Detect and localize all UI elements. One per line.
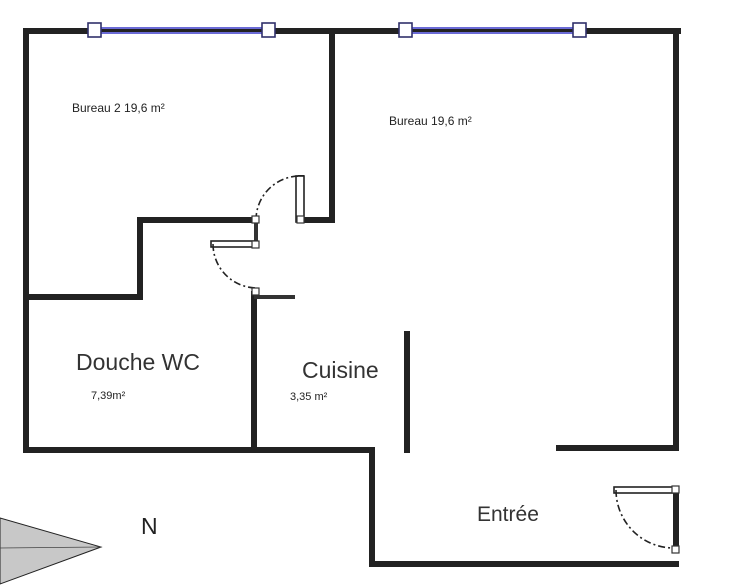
window-left [87, 22, 276, 38]
room-area: 19,6 m² [431, 114, 472, 128]
door-post [296, 215, 305, 224]
door-swing-arc [255, 175, 301, 221]
door-post [251, 215, 260, 224]
door-leaf [210, 240, 258, 248]
room-area: 19,6 m² [124, 101, 165, 115]
window-post [398, 22, 413, 38]
room-name-douche-wc: Douche WC [76, 349, 200, 375]
door-douche [210, 240, 260, 296]
door-post [251, 240, 260, 249]
compass: N [0, 513, 158, 585]
door-leaf [613, 486, 677, 494]
compass-arrow-icon [0, 517, 103, 585]
window-post [87, 22, 102, 38]
compass-axis [0, 546, 102, 549]
door-leaf [295, 175, 305, 223]
door-post [671, 545, 680, 554]
window-post [572, 22, 587, 38]
door-post [251, 287, 260, 296]
room-area-cuisine: 3,35 m² [290, 391, 328, 403]
window-right [398, 22, 587, 38]
room-name-cuisine: Cuisine [302, 357, 379, 383]
door-post [671, 485, 680, 494]
room-name: Bureau [389, 114, 428, 128]
room-area-douche-wc: 7,39m² [91, 390, 126, 402]
door-entree [613, 485, 680, 554]
window-post [261, 22, 276, 38]
room-name-entree: Entrée [477, 503, 539, 526]
door-swing-arc [615, 489, 675, 549]
room-label-bureau2: Bureau 2 19,6 m² [72, 101, 165, 115]
compass-label: N [141, 513, 158, 539]
walls [23, 28, 681, 567]
room-name: Bureau 2 [72, 101, 121, 115]
door-bureau [251, 175, 305, 224]
door-swing-arc [212, 243, 258, 289]
room-label-bureau: Bureau 19,6 m² [389, 114, 472, 128]
room-labels: Bureau 2 19,6 m² Bureau 19,6 m² Douche W… [72, 101, 539, 526]
